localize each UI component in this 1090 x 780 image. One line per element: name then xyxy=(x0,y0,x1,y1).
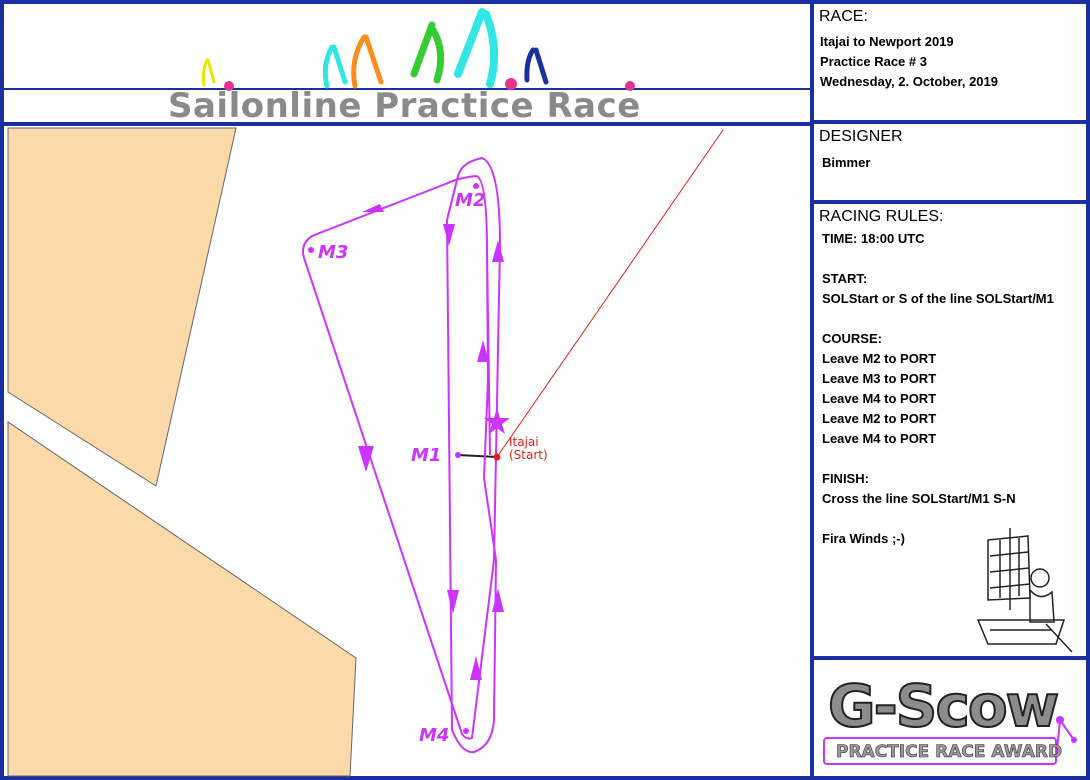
arrow-icon xyxy=(492,588,504,612)
arrow-icon xyxy=(477,340,489,362)
designer-name: Bimmer xyxy=(822,155,871,170)
race-heading: RACE: xyxy=(819,8,868,25)
route-path xyxy=(302,156,502,754)
rule-line: SOLStart or S of the line SOLStart/M1 xyxy=(822,291,1054,306)
rule-line: Leave M3 to PORT xyxy=(822,371,937,386)
route-arrows xyxy=(358,204,510,680)
award-logo-icon xyxy=(823,716,1077,765)
start-note: (Start) xyxy=(509,448,548,462)
arrow-icon xyxy=(492,240,504,262)
racing-rules-panel: RACING RULES: TIME: 18:00 UTC START: SOL… xyxy=(812,202,1088,658)
arrow-icon xyxy=(362,204,384,212)
start-label: Itajai (Start) xyxy=(509,436,548,462)
arrow-icon xyxy=(447,590,459,614)
mark-m4-label: M4 xyxy=(419,725,450,746)
award-title: G-Scow xyxy=(827,671,1060,741)
rule-line: TIME: 18:00 UTC xyxy=(822,231,925,246)
start-bearing-line xyxy=(496,129,724,458)
start-dot xyxy=(493,453,501,461)
race-panel: RACE: Itajai to Newport 2019 Practice Ra… xyxy=(812,2,1088,122)
rule-line: Cross the line SOLStart/M1 S-N xyxy=(822,491,1016,506)
land-northwest xyxy=(7,127,237,487)
sail-logo-icon xyxy=(201,8,635,91)
arrow-icon xyxy=(443,224,455,246)
race-subtitle: Practice Race # 3 xyxy=(820,54,927,69)
arrow-icon xyxy=(358,446,374,472)
course-marks xyxy=(308,183,501,734)
race-date: Wednesday, 2. October, 2019 xyxy=(820,74,998,89)
mark-m2-label: M2 xyxy=(455,190,486,211)
rule-line: Leave M4 to PORT xyxy=(822,391,937,406)
rule-line: Leave M2 to PORT xyxy=(822,411,937,426)
designer-panel: DESIGNER Bimmer xyxy=(812,122,1088,202)
mark-m3-label: M3 xyxy=(318,242,349,263)
rule-line: Leave M4 to PORT xyxy=(822,431,937,446)
land-southwest xyxy=(7,421,357,777)
map-land xyxy=(7,127,357,777)
mark-m1-dot xyxy=(455,452,461,458)
arrow-icon xyxy=(470,656,482,680)
mark-m3-dot xyxy=(308,247,314,253)
rule-line: COURSE: xyxy=(822,331,882,346)
race-name: Itajai to Newport 2019 xyxy=(820,34,954,49)
rule-line: Fira Winds ;-) xyxy=(822,531,905,546)
scow-cartoon-icon xyxy=(976,528,1073,653)
mark-m2-dot xyxy=(473,183,479,189)
banner-title: Sailonline Practice Race xyxy=(168,86,641,126)
rules-heading: RACING RULES: xyxy=(819,208,944,225)
rule-line: Leave M2 to PORT xyxy=(822,351,937,366)
start-name: Itajai xyxy=(509,435,539,449)
award-subtitle: PRACTICE RACE AWARD xyxy=(836,742,1063,763)
course-route xyxy=(302,156,502,754)
designer-heading: DESIGNER xyxy=(819,128,903,145)
rule-line: START: xyxy=(822,271,868,286)
rule-line: FINISH: xyxy=(822,471,869,486)
start-finish-line xyxy=(457,454,498,458)
star-icon xyxy=(484,408,510,434)
mark-m4-dot xyxy=(463,728,469,734)
mark-m1-label: M1 xyxy=(411,445,442,466)
